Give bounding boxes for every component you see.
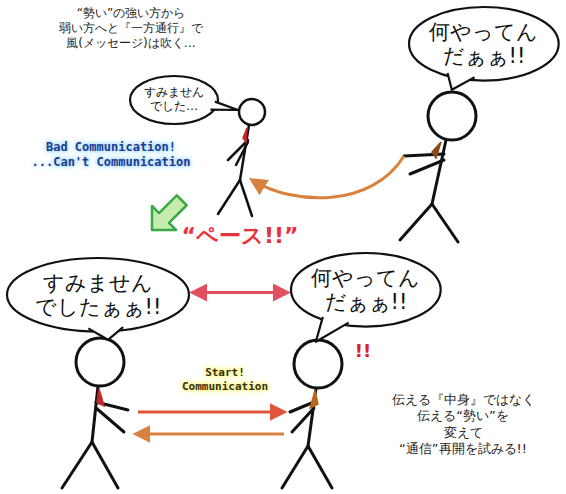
bubble-tail [210, 102, 238, 110]
exclamation-mark: !! [348, 340, 378, 363]
stick-figure [62, 338, 128, 488]
text-line: Bad Communication! [4, 140, 218, 155]
head-circle [76, 338, 124, 386]
text-line: “通信”再開を試みる!! [366, 441, 560, 457]
speech-text: すみません でしたぁぁ!! [35, 271, 162, 319]
leg-line [282, 446, 308, 488]
body-line [432, 140, 446, 204]
text-line: ...Can't Communication [4, 155, 218, 170]
bubble-tail [88, 327, 123, 340]
stick-figure [400, 92, 476, 242]
note-text: “勢い”の強い方から 弱い方へと『一方通行』で 風(メッセージ)は吹く… [36, 6, 226, 51]
speech-text: 何やってん だぁぁ!! [429, 20, 538, 68]
head-circle [239, 99, 265, 125]
status-text: Start! Communication [166, 366, 284, 394]
arm-line [96, 408, 124, 432]
necktie [310, 391, 318, 408]
speech-text: 何やってん だぁぁ!! [311, 266, 420, 314]
bubble-tail [316, 317, 349, 342]
edge-label: “ペース!!” [182, 223, 299, 249]
speech-text: すみません でした… [144, 86, 204, 114]
text-line: だぁぁ!! [311, 290, 420, 314]
bubble-text-group: すみません でした… [144, 86, 204, 114]
text-line: “勢い”の強い方から [36, 6, 226, 21]
text-line: 何やってん [311, 266, 420, 290]
body-line [92, 386, 98, 442]
status-text: Bad Communication! ...Can't Communicatio… [4, 140, 218, 170]
speech-bubble: 何やってん だぁぁ!! [289, 251, 443, 329]
text-line: だぁぁ!! [429, 44, 538, 68]
leg-line [218, 180, 240, 214]
leg-line [400, 204, 432, 240]
text-line: 変えて [366, 425, 560, 441]
bubble-ellipse [409, 7, 559, 81]
speech-bubble: すみません でしたぁぁ!! [5, 256, 191, 334]
stick-figure [218, 99, 265, 216]
arm-line [404, 154, 444, 156]
text-line: 弱い方へと『一方通行』で [36, 21, 226, 36]
leg-line [432, 204, 458, 242]
bubble-text-group: 何やってん だぁぁ!! [429, 20, 538, 68]
text-line: すみません [144, 86, 204, 100]
bubble-ellipse [291, 253, 441, 327]
bubble-text-group: すみません でしたぁぁ!! [35, 271, 162, 319]
leg-line [240, 180, 252, 216]
leg-line [308, 446, 332, 488]
necktie [97, 389, 104, 406]
text-line: Start! [166, 366, 284, 380]
arm-line [410, 160, 444, 174]
bubble-tail [448, 73, 475, 90]
arm-line [292, 408, 314, 432]
text-line: 何やってん [429, 20, 538, 44]
head-circle [294, 340, 342, 388]
message-arrow [136, 433, 284, 436]
speech-bubble: すみません でした… [128, 74, 220, 126]
connector-arrow [193, 291, 288, 294]
message-arrow [138, 411, 284, 414]
text-line: でしたぁぁ!! [35, 295, 162, 319]
text-line: 伝える『中身』ではなく [366, 392, 560, 408]
speech-bubble: 何やってん だぁぁ!! [407, 5, 561, 83]
text-line: !! [348, 340, 378, 363]
arm-line [236, 142, 248, 165]
bubble-ellipse [7, 258, 189, 332]
head-circle [428, 92, 476, 140]
leg-line [62, 442, 92, 488]
bubble-ellipse [130, 76, 218, 124]
text-line: Communication [166, 380, 284, 394]
text-line: すみません [35, 271, 162, 295]
leg-line [92, 442, 118, 488]
text-line: でした… [144, 100, 204, 114]
note-text: 伝える『中身』ではなく 伝える“勢い”を 変えて “通信”再開を試みる!! [366, 392, 560, 457]
text-line: 伝える“勢い”を [366, 408, 560, 424]
bubble-text-group: 何やってん だぁぁ!! [311, 266, 420, 314]
necktie [432, 142, 441, 158]
stick-figure [282, 340, 342, 488]
text-line: 風(メッセージ)は吹く… [36, 36, 226, 51]
message-arrow [252, 156, 404, 198]
necktie [243, 128, 247, 142]
